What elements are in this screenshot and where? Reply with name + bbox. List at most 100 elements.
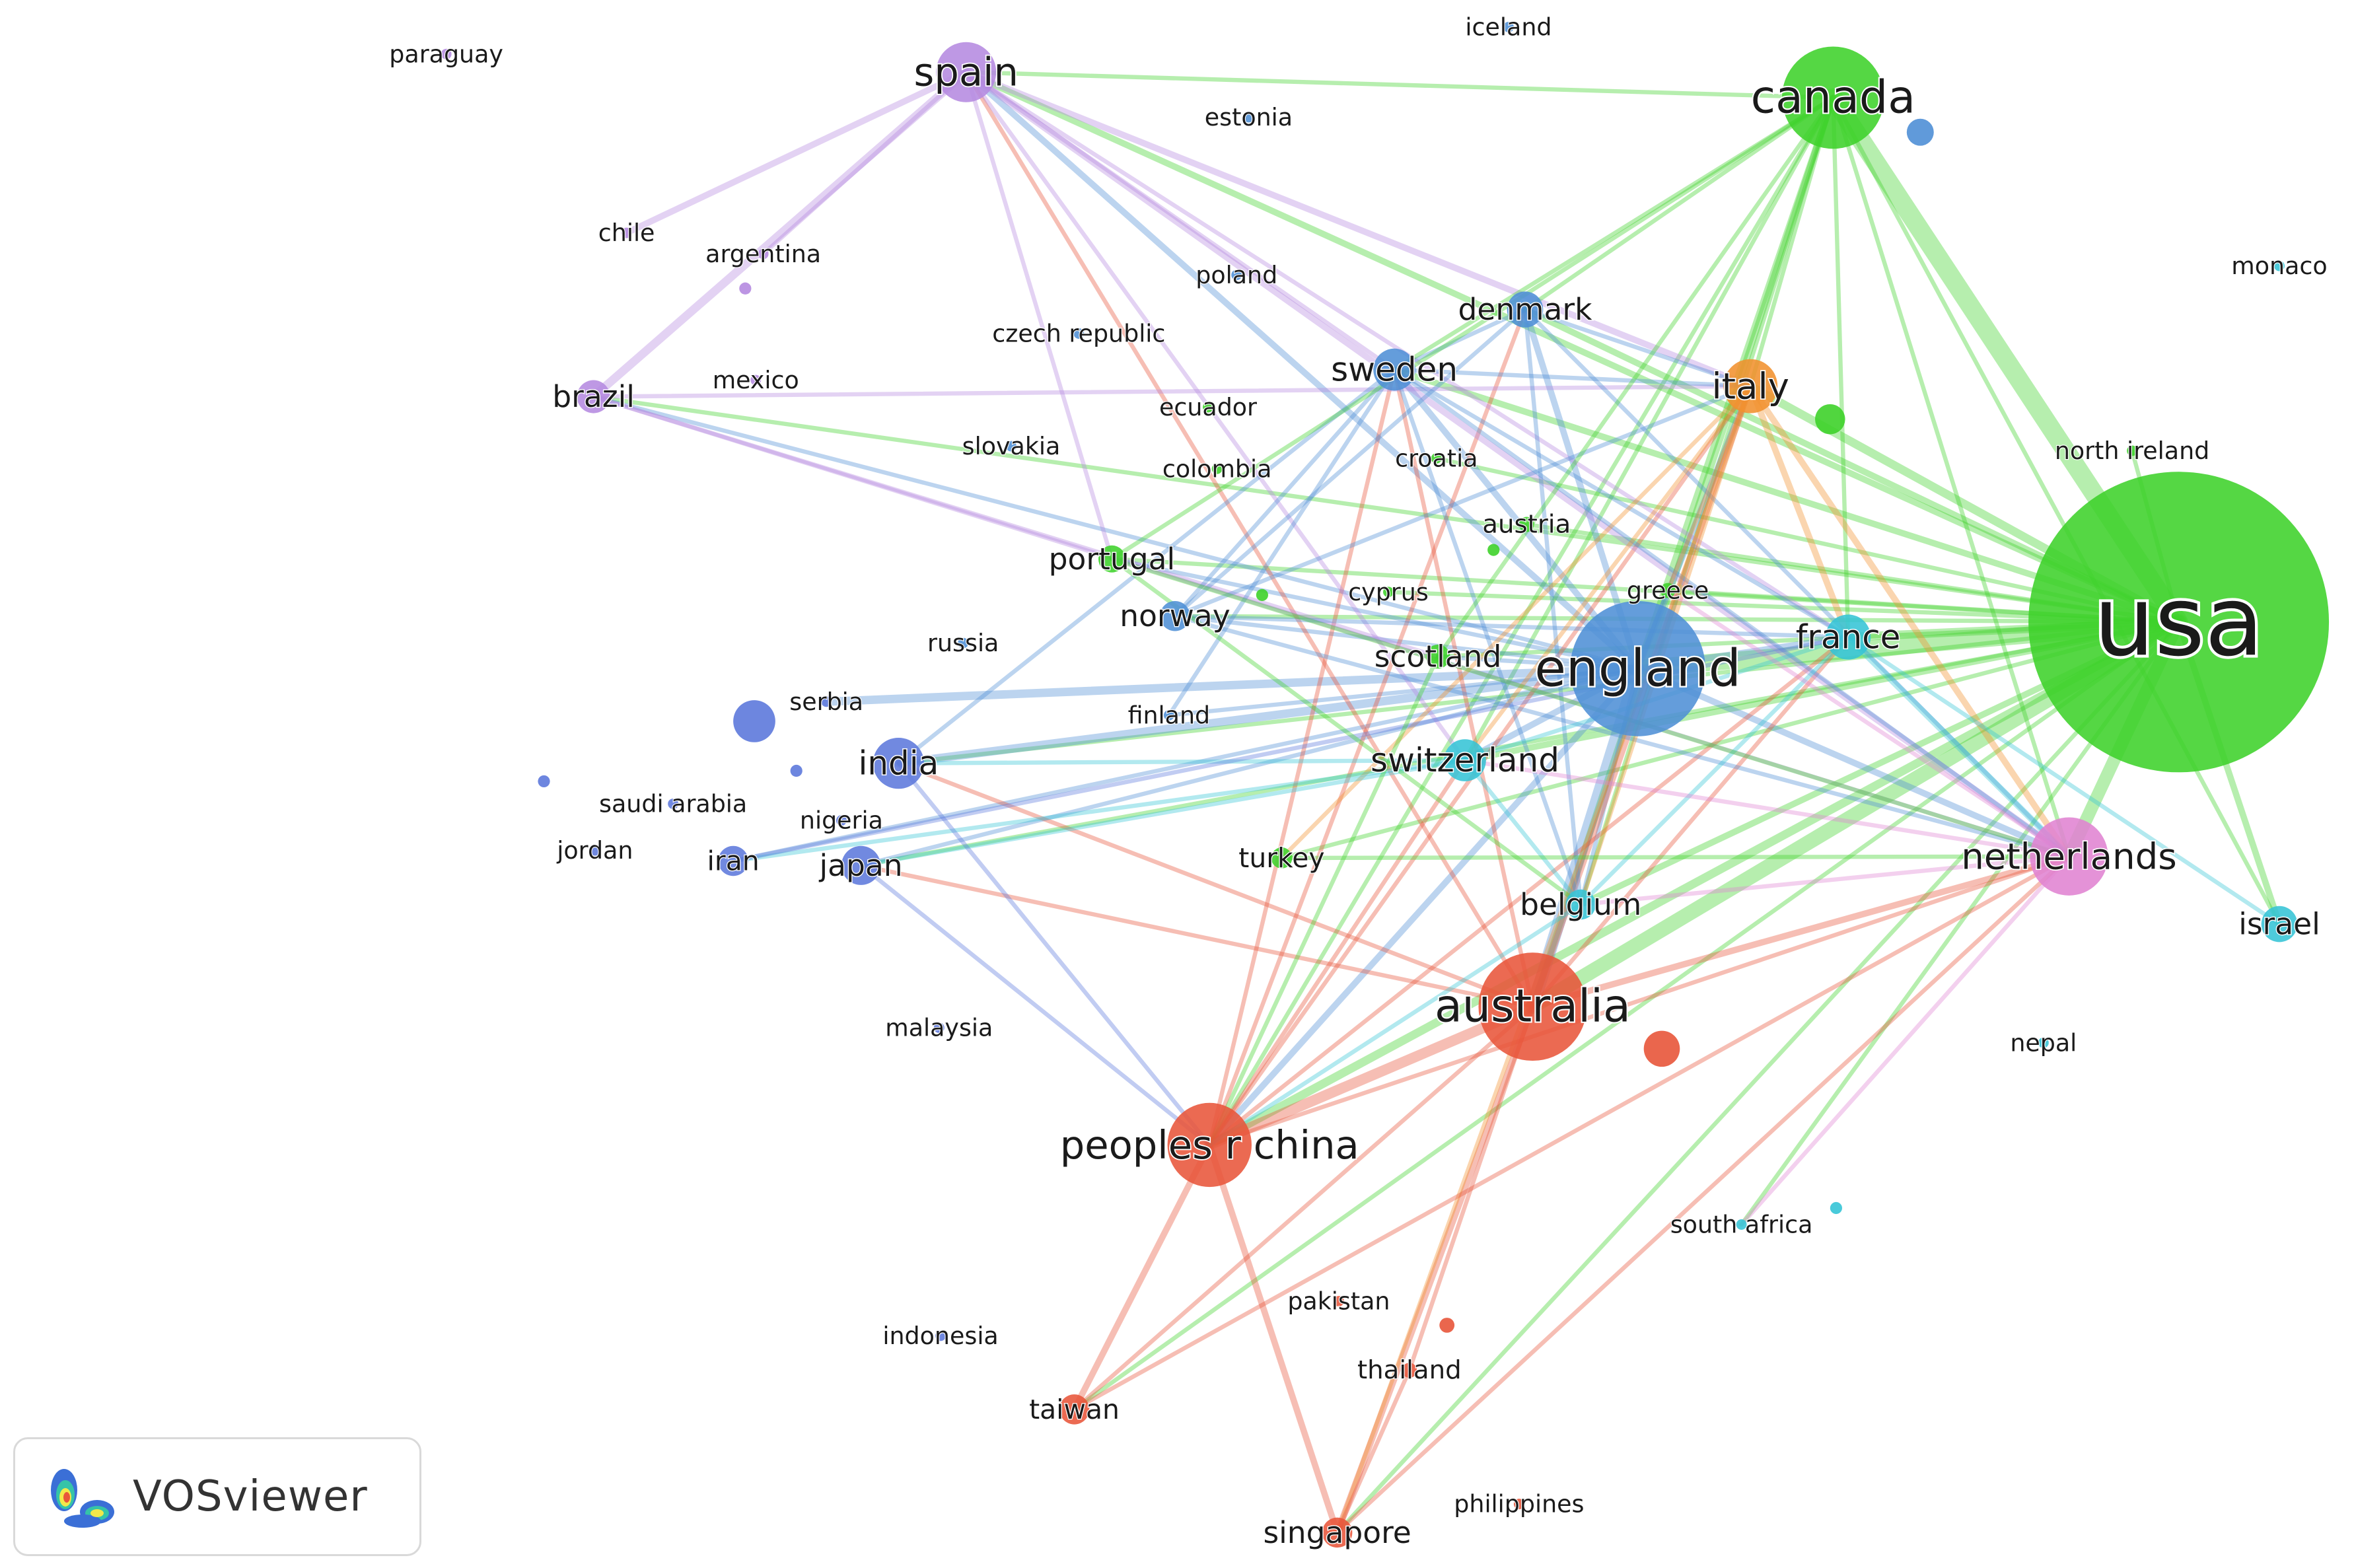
node-indonesia[interactable] — [935, 1330, 946, 1341]
node-saudi-arabia[interactable] — [668, 799, 679, 810]
node-nepal[interactable] — [2038, 1037, 2049, 1048]
node-austria[interactable] — [1518, 517, 1534, 532]
label-iceland: iceland — [1465, 13, 1552, 41]
node-colombia[interactable] — [1211, 463, 1223, 474]
node-england[interactable] — [1570, 600, 1705, 736]
node-belgium[interactable] — [1565, 889, 1596, 920]
link-australia-india — [896, 761, 1535, 1009]
node-israel[interactable] — [2261, 906, 2298, 943]
node-north-ireland[interactable] — [2127, 445, 2138, 456]
node-turkey[interactable] — [1271, 847, 1293, 869]
node-croatia[interactable] — [1431, 452, 1442, 464]
node-cyprus[interactable] — [1383, 587, 1394, 598]
node-czech-republic[interactable] — [1073, 328, 1085, 339]
node-russia[interactable] — [958, 637, 969, 649]
node-france[interactable] — [1825, 614, 1871, 660]
link-peoples_r_china-taiwan — [1071, 1141, 1213, 1413]
node-argentina[interactable] — [758, 248, 769, 260]
node-south-africa[interactable] — [1736, 1219, 1747, 1230]
node-scotland[interactable] — [1425, 644, 1450, 669]
label-finland: finland — [1128, 701, 1211, 729]
node-india[interactable] — [873, 737, 925, 789]
label-croatia: croatia — [1395, 444, 1478, 472]
link-australia-sweden — [1392, 367, 1535, 1009]
node-spain[interactable] — [936, 42, 997, 102]
link-england-norway — [1172, 614, 1640, 671]
node-dot — [733, 700, 775, 742]
extra-dots-layer — [538, 118, 1934, 1333]
link-brazil-netherlands — [591, 394, 2071, 859]
link-italy-switzerland — [1462, 384, 1753, 763]
label-argentina: argentina — [705, 240, 821, 268]
label-england: england — [1534, 639, 1741, 698]
node-chile[interactable] — [621, 227, 632, 238]
node-norway[interactable] — [1160, 600, 1190, 631]
link-england-japan — [859, 666, 1640, 868]
label-slovakia: slovakia — [962, 432, 1061, 460]
link-peoples_r_china-switzerland — [1207, 758, 1468, 1147]
node-estonia[interactable] — [1243, 112, 1254, 123]
node-sweden[interactable] — [1373, 348, 1415, 391]
link-england-iran — [731, 666, 1640, 863]
node-finland[interactable] — [1163, 709, 1174, 721]
node-peoples-r-china[interactable] — [1167, 1102, 1252, 1188]
node-usa[interactable] — [2028, 472, 2330, 773]
node-dot — [1487, 544, 1500, 556]
label-north-ireland: north ireland — [2055, 437, 2209, 465]
node-japan[interactable] — [841, 845, 881, 885]
node-brazil[interactable] — [577, 380, 610, 413]
label-estonia: estonia — [1205, 103, 1293, 131]
link-usa-spain — [962, 69, 2182, 625]
node-dot — [739, 282, 752, 295]
node-canada[interactable] — [1781, 46, 1884, 149]
link-netherlands-greece — [1665, 588, 2071, 859]
label-india: india — [858, 744, 939, 783]
node-italy[interactable] — [1723, 359, 1778, 413]
label-taiwan: taiwan — [1029, 1394, 1120, 1425]
label-greece: greece — [1627, 577, 1709, 605]
node-jordan[interactable] — [589, 845, 600, 856]
label-poland: poland — [1196, 261, 1277, 289]
link-spain-portugal — [964, 69, 1114, 561]
node-dot — [1815, 404, 1845, 435]
node-slovakia[interactable] — [1006, 441, 1017, 452]
nodes-layer — [441, 21, 2330, 1548]
node-pakistan[interactable] — [1333, 1296, 1344, 1307]
label-denmark: denmark — [1458, 292, 1593, 327]
node-greece[interactable] — [1660, 583, 1676, 598]
link-peoples_r_china-denmark — [1207, 307, 1528, 1147]
node-singapore[interactable] — [1322, 1517, 1353, 1548]
link-usa-brazil — [591, 394, 2181, 624]
link-sweden-denmark — [1392, 307, 1528, 372]
label-norway: norway — [1120, 598, 1230, 633]
node-serbia[interactable] — [821, 696, 832, 707]
node-portugal[interactable] — [1098, 545, 1125, 573]
node-thailand[interactable] — [1402, 1363, 1417, 1378]
node-monaco[interactable] — [2274, 260, 2285, 271]
node-philippines[interactable] — [1513, 1499, 1524, 1510]
node-paraguay[interactable] — [441, 48, 452, 59]
node-mexico[interactable] — [750, 374, 762, 386]
node-iran[interactable] — [718, 845, 748, 876]
label-brazil: brazil — [552, 379, 635, 414]
node-nigeria[interactable] — [836, 815, 847, 826]
node-poland[interactable] — [1231, 269, 1242, 281]
link-usa-turkey — [1279, 620, 2181, 861]
node-iceland[interactable] — [1503, 21, 1514, 32]
label-serbia: serbia — [789, 688, 863, 716]
node-malaysia[interactable] — [933, 1022, 945, 1033]
node-australia[interactable] — [1478, 952, 1587, 1061]
node-denmark[interactable] — [1507, 291, 1544, 328]
link-switzerland-iran — [731, 758, 1468, 863]
node-netherlands[interactable] — [2030, 817, 2108, 896]
node-switzerland[interactable] — [1444, 739, 1486, 781]
link-norway-italy — [1172, 384, 1753, 618]
link-brazil-scotland — [591, 394, 1441, 659]
link-canada-scotland — [1435, 95, 1836, 659]
link-spain-italy — [962, 69, 1754, 390]
node-dot — [538, 775, 550, 788]
node-taiwan[interactable] — [1059, 1394, 1090, 1425]
node-ecuador[interactable] — [1203, 402, 1213, 413]
node-dot — [1256, 588, 1268, 601]
